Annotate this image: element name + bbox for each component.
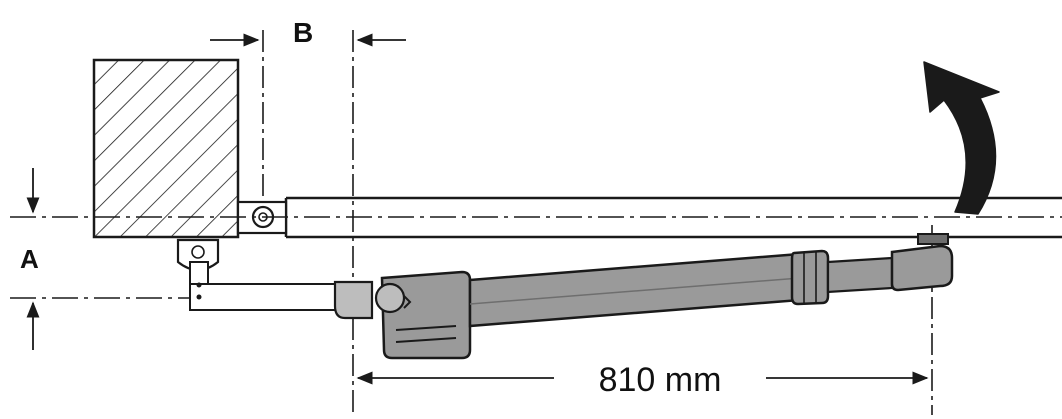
label-a: A: [20, 244, 39, 274]
curved-arrow-up-icon: [923, 61, 1000, 215]
label-b: B: [293, 17, 313, 48]
wall-bracket: [176, 238, 351, 311]
linear-actuator: [333, 233, 954, 360]
wall-pillar: [92, 58, 240, 239]
label-distance: 810 mm: [599, 361, 722, 399]
